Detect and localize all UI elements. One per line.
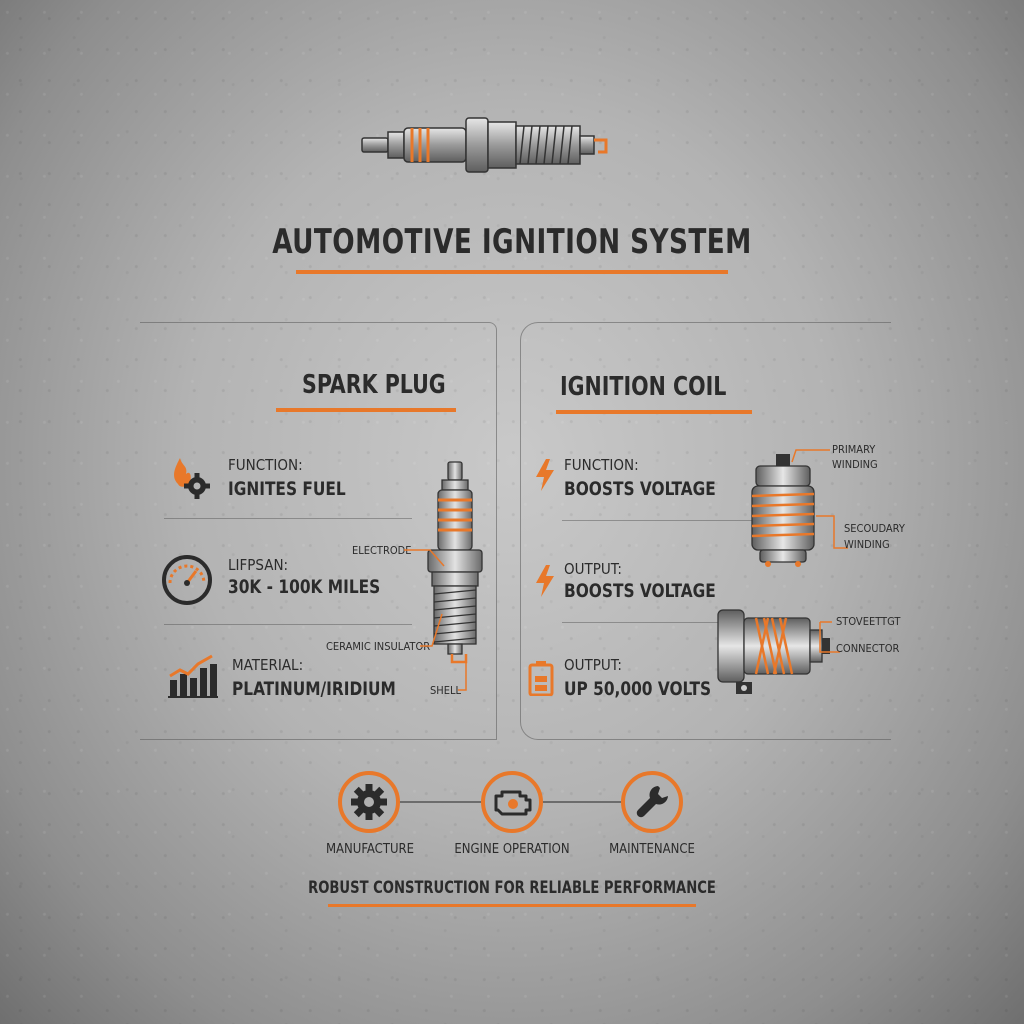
coil-volts-value: UP 50,000 VOLTS bbox=[564, 678, 712, 700]
coil-divider-2 bbox=[562, 622, 762, 623]
callout-electrode: ELECTRODE bbox=[352, 544, 412, 557]
step-label-maintenance: MAINTENANCE bbox=[609, 842, 695, 857]
gauge-icon bbox=[162, 555, 212, 605]
tagline: ROBUST CONSTRUCTION FOR RELIABLE PERFORM… bbox=[308, 878, 716, 898]
ignition-coil-diagram-horizontal bbox=[717, 609, 830, 694]
callout-line-insulator bbox=[420, 613, 443, 647]
callout-line-electrode bbox=[404, 549, 445, 567]
callout-secondary-line2: WINDING bbox=[844, 538, 890, 551]
callout-shell: SHELL bbox=[430, 684, 462, 697]
callout-connector-line1: STOVEETTGT bbox=[836, 615, 901, 628]
flame-gear-icon bbox=[174, 458, 210, 499]
wrench-icon bbox=[621, 771, 683, 833]
spark-lifespan-value: 30K - 100K MILES bbox=[228, 576, 381, 598]
ignition-coil-heading: IGNITION COIL bbox=[560, 372, 727, 402]
spark-plug-heading: SPARK PLUG bbox=[302, 370, 446, 400]
ignition-coil-panel bbox=[520, 322, 891, 740]
title-underline bbox=[296, 270, 728, 274]
lightning-icon bbox=[536, 459, 554, 491]
step-label-engine-operation: ENGINE OPERATION bbox=[454, 842, 570, 857]
callout-line-shell bbox=[458, 662, 467, 691]
ignition-coil-heading-underline bbox=[556, 410, 752, 414]
callout-primary-line1: PRIMARY bbox=[832, 443, 876, 456]
lightning-icon bbox=[536, 565, 554, 597]
spark-function-key: FUNCTION: bbox=[228, 456, 303, 474]
spark-material-key: MATERIAL: bbox=[232, 656, 304, 674]
callout-ceramic-insulator: CERAMIC INSULATOR bbox=[326, 640, 431, 653]
spark-plug-diagram bbox=[427, 461, 483, 664]
tagline-underline bbox=[328, 904, 696, 907]
callout-line-connector bbox=[819, 621, 840, 653]
bar-chart-icon bbox=[168, 654, 218, 698]
coil-function-key: FUNCTION: bbox=[564, 456, 639, 474]
ignition-coil-diagram-vertical bbox=[751, 454, 815, 567]
engine-icon bbox=[481, 771, 543, 833]
spark-plug-header-illustration bbox=[361, 117, 608, 173]
callout-secondary-line1: SECOUDARY bbox=[844, 522, 905, 535]
spark-plug-heading-underline bbox=[276, 408, 456, 412]
coil-volts-key: OUTPUT: bbox=[564, 656, 622, 674]
callout-line-secondary bbox=[816, 515, 848, 549]
callout-primary-line2: WINDING bbox=[832, 458, 878, 471]
step-label-manufacture: MANUFACTURE bbox=[325, 842, 415, 857]
spark-material-value: PLATINUM/IRIDIUM bbox=[232, 678, 396, 700]
page-title: AUTOMOTIVE IGNITION SYSTEM bbox=[272, 222, 752, 262]
coil-function-value: BOOSTS VOLTAGE bbox=[564, 478, 716, 500]
callout-line-primary bbox=[791, 449, 830, 463]
battery-icon bbox=[528, 661, 554, 696]
spark-divider-2 bbox=[164, 624, 412, 625]
spark-plug-panel bbox=[140, 322, 497, 740]
spark-divider-1 bbox=[164, 518, 412, 519]
spark-lifespan-key: LIFPSAN: bbox=[228, 556, 289, 574]
spark-function-value: IGNITES FUEL bbox=[228, 478, 346, 500]
coil-divider-1 bbox=[562, 520, 762, 521]
gear-icon bbox=[338, 771, 400, 833]
coil-output-value: BOOSTS VOLTAGE bbox=[564, 580, 716, 602]
callout-connector-line2: CONNECTOR bbox=[836, 642, 900, 655]
coil-output-key: OUTPUT: bbox=[564, 560, 622, 578]
